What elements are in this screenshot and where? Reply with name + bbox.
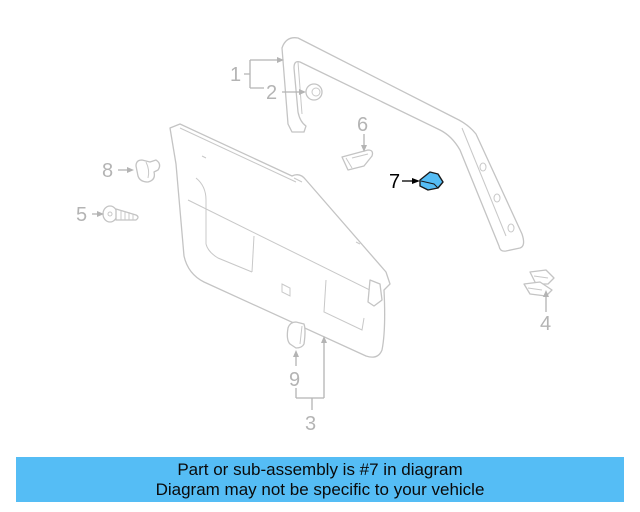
- callout-5[interactable]: 5: [76, 204, 87, 226]
- leader-lines: [92, 57, 549, 410]
- callout-2[interactable]: 2: [266, 82, 277, 104]
- part-9-cap[interactable]: [286, 321, 306, 349]
- callout-1[interactable]: 1: [230, 64, 241, 86]
- callout-7[interactable]: 7: [389, 171, 400, 193]
- callout-8[interactable]: 8: [102, 160, 113, 182]
- banner-line-disclaimer: Diagram may not be specific to your vehi…: [155, 480, 485, 499]
- part-3-back-door-panel[interactable]: [169, 123, 391, 358]
- part-6-trim-clip[interactable]: [341, 149, 374, 171]
- part-5-screw[interactable]: [102, 205, 139, 223]
- callout-6[interactable]: 6: [357, 114, 368, 136]
- banner-line-part-number: Part or sub-assembly is #7 in diagram: [177, 460, 463, 479]
- parts-diagram: 1 2 3 4 5 6 7 8 9: [76, 37, 555, 435]
- callout-3[interactable]: 3: [305, 413, 316, 435]
- part-8-push-clip[interactable]: [135, 159, 161, 183]
- callout-4[interactable]: 4: [540, 313, 551, 335]
- part-4-bracket-clip[interactable]: [523, 269, 555, 297]
- part-1-pillar-trim[interactable]: [281, 37, 525, 252]
- part-7-highlighted-clip[interactable]: [419, 171, 444, 191]
- callout-9[interactable]: 9: [289, 369, 300, 391]
- info-banner: Part or sub-assembly is #7 in diagram Di…: [16, 457, 624, 502]
- part-2-round-clip[interactable]: [305, 83, 323, 101]
